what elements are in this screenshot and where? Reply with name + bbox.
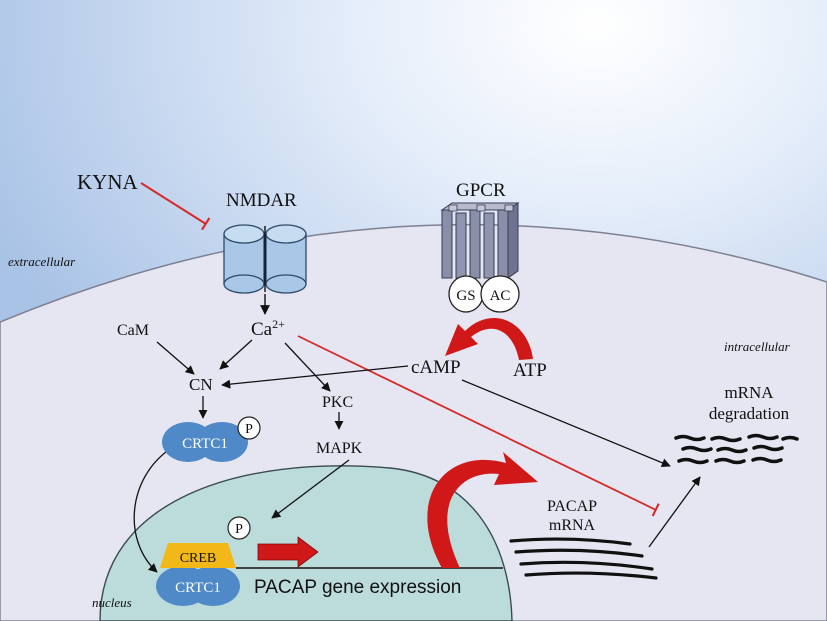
atp-label: ATP bbox=[513, 360, 547, 381]
pacap-mrna-strands bbox=[509, 537, 658, 580]
gpcr-receptor-icon bbox=[440, 202, 520, 279]
p-top-label: P bbox=[245, 422, 253, 437]
crtc1-top-label: CRTC1 bbox=[182, 436, 228, 452]
phosphate-nucleus-icon bbox=[227, 516, 251, 540]
ca-to-cn-arrow bbox=[219, 339, 253, 370]
ca-sup-label: 2+ bbox=[272, 317, 285, 331]
camp-to-degradation-arrow bbox=[461, 379, 671, 468]
ca-label: Ca2+ bbox=[251, 317, 285, 340]
ca-to-pkc-arrow bbox=[284, 342, 331, 392]
mapk-label: MAPK bbox=[316, 440, 363, 457]
gpcr-label: GPCR bbox=[456, 180, 506, 201]
pkc-label: PKC bbox=[322, 394, 353, 411]
atp-to-camp-red-arrow bbox=[445, 318, 533, 360]
mrna-export-red-arrow bbox=[427, 452, 538, 568]
mrna-degradation-fragments bbox=[674, 433, 799, 465]
pacap-mrna-label-line2: mRNA bbox=[549, 517, 596, 534]
camp-to-cn-arrow bbox=[221, 365, 409, 389]
ac-enzyme bbox=[480, 275, 520, 313]
cam-label: CaM bbox=[117, 322, 149, 339]
crtc1-bottom-label: CRTC1 bbox=[175, 580, 221, 596]
gs-label: GS bbox=[456, 288, 475, 304]
extracellular-label: extracellular bbox=[8, 254, 76, 269]
phosphate-top-icon bbox=[237, 416, 261, 440]
creb-label: CREB bbox=[180, 551, 217, 566]
ac-label: AC bbox=[490, 288, 511, 304]
pacap-gene-expression-label: PACAP gene expression bbox=[254, 577, 461, 598]
intracellular-label: intracellular bbox=[724, 339, 791, 354]
mapk-to-creb-arrow bbox=[271, 459, 350, 519]
nucleus-label: nucleus bbox=[92, 595, 132, 610]
kyna-inhibition-line bbox=[140, 182, 211, 231]
nmdar-label: NMDAR bbox=[226, 190, 297, 211]
ca-base-label: Ca bbox=[251, 319, 273, 340]
cam-to-cn-arrow bbox=[156, 341, 195, 375]
pacap-mrna-label-line1: PACAP bbox=[547, 498, 597, 515]
camp-label: cAMP bbox=[411, 357, 461, 378]
cn-label: CN bbox=[189, 375, 213, 394]
kyna-label: KYNA bbox=[77, 170, 138, 194]
mrna-degradation-label-line2: degradation bbox=[709, 404, 790, 423]
crtc1-nucleus bbox=[156, 566, 240, 606]
mrna-degradation-label-line1: mRNA bbox=[724, 383, 774, 402]
mrna-to-degradation-arrow bbox=[648, 476, 701, 548]
p-nucleus-label: P bbox=[235, 522, 243, 537]
ca-inhibition-line bbox=[297, 335, 660, 517]
crtc1-to-nucleus-arrow bbox=[133, 448, 171, 573]
transcription-red-arrow bbox=[257, 536, 319, 568]
creb-protein bbox=[160, 543, 236, 568]
nmdar-channel-icon bbox=[223, 224, 307, 294]
crtc1-cytoplasm bbox=[162, 422, 248, 462]
